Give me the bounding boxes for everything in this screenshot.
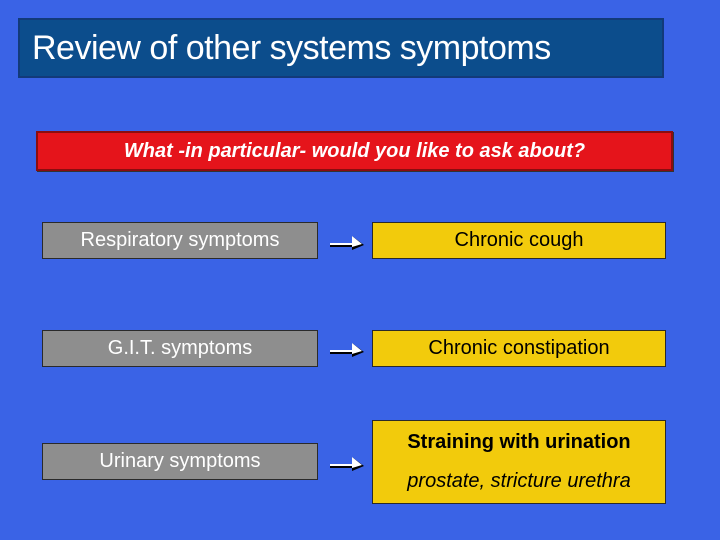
finding-box-respiratory: Chronic cough [372, 222, 666, 259]
system-box-git: G.I.T. symptoms [42, 330, 318, 367]
question-banner: What -in particular- would you like to a… [36, 131, 673, 171]
slide-title: Review of other systems symptoms [18, 18, 664, 78]
finding-detail-text: prostate, stricture urethra [407, 470, 631, 492]
system-box-respiratory: Respiratory symptoms [42, 222, 318, 259]
finding-main-text: Straining with urination [407, 431, 631, 453]
right-arrow-icon [330, 343, 364, 357]
right-arrow-icon [330, 457, 364, 471]
system-box-urinary: Urinary symptoms [42, 443, 318, 480]
finding-box-urinary: Straining with urination prostate, stric… [372, 420, 666, 504]
finding-box-git: Chronic constipation [372, 330, 666, 367]
right-arrow-icon [330, 236, 364, 250]
